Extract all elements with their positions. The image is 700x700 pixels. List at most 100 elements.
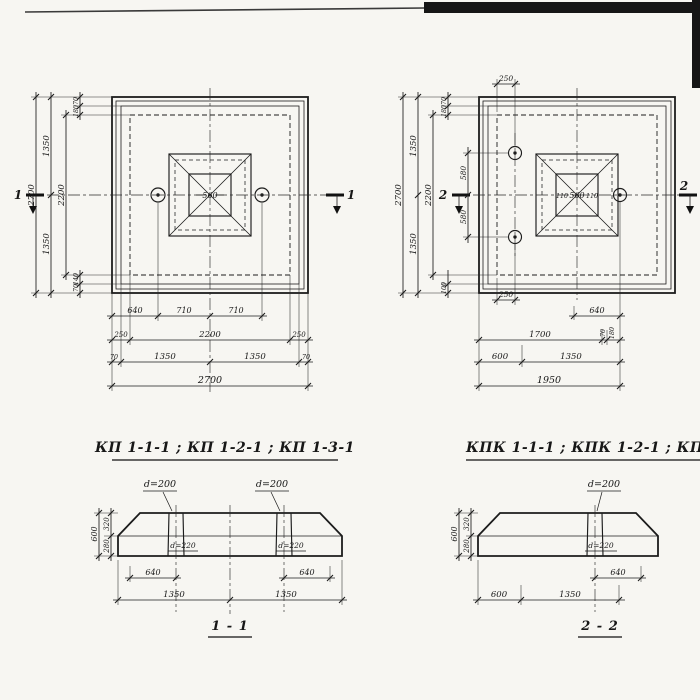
dim-pr-580-top: 580 — [459, 166, 468, 181]
dim-s2-640: 640 — [610, 568, 625, 577]
scan-artifact-top-line — [24, 7, 425, 13]
dim-s1-640-right: 640 — [299, 568, 314, 577]
scan-artifact-top-bar — [424, 2, 700, 13]
section1-dimension-lines — [98, 508, 347, 601]
label-s1-d220-left: d=220 — [170, 541, 196, 550]
section1-axes — [175, 505, 285, 614]
plan-left-dimension-ticks — [32, 93, 312, 390]
dim-s1-1350-right: 1350 — [275, 590, 297, 600]
dim-pr-600: 600 — [492, 352, 509, 362]
label-s2-d220: d=220 — [588, 541, 614, 550]
plan-right-extension-lines — [398, 79, 621, 391]
dim-pr-560: 560 — [569, 191, 584, 200]
label-s1-d220-right: d=220 — [278, 541, 304, 550]
label-s1-d200-left: d=200 — [144, 479, 176, 490]
dim-pl-1350-bottom: 1350 — [42, 233, 52, 255]
section-cut-arrowheads-1 — [29, 206, 341, 214]
dim-s1-320: 320 — [103, 517, 111, 531]
dim-s1-1350-left: 1350 — [163, 590, 185, 600]
dim-s2-280: 280 — [463, 539, 471, 554]
dim-pr-180-h: 180 — [609, 327, 616, 339]
dim-pr-1350-top: 1350 — [409, 135, 419, 157]
plan-right-dimension-ticks — [399, 80, 624, 390]
dim-pr-110-left: 110 — [556, 193, 568, 200]
dim-pr-overall-v: 2700 — [394, 184, 404, 207]
section-view-2-2: КПК 1-1-1 ; КПК 1-2-1 ; КПК 1-3-1 d=200 … — [450, 440, 700, 638]
dim-pl-140-bottom: 140 — [73, 273, 80, 285]
dim-pl-250-right: 250 — [291, 331, 306, 339]
plan-right-centerlines — [452, 88, 697, 300]
dim-pr-1350-h: 1350 — [560, 352, 582, 362]
section-mark-2-left: 2 — [438, 188, 447, 202]
section1-extension-lines — [94, 512, 343, 605]
section-cut-arrow-stems-1 — [32, 195, 338, 206]
label-s2-d200: d=200 — [588, 479, 620, 490]
dim-pl-70-bottom: 70 — [73, 284, 80, 292]
section1-label-shelves — [143, 490, 306, 552]
dim-pl-710-left: 710 — [176, 306, 191, 315]
section-view-1-1: КП 1-1-1 ; КП 1-2-1 ; КП 1-3-1 d=200 d=2… — [90, 440, 355, 638]
section2-body-outline — [477, 512, 659, 557]
dim-pl-overall-v: 2700 — [27, 184, 37, 207]
section1-dimension-ticks — [95, 509, 346, 604]
section2-dimension-ticks — [455, 509, 645, 604]
dim-pl-250-left: 250 — [113, 331, 128, 339]
section2-extension-lines — [454, 512, 642, 605]
dim-pr-overall-h: 1950 — [537, 375, 561, 386]
dim-s2-320: 320 — [463, 517, 471, 531]
dim-pl-70-left: 70 — [110, 354, 118, 361]
dim-pr-100-bottom: 100 — [441, 282, 448, 294]
dim-pl-560: 560 — [202, 191, 217, 200]
dim-s1-600: 600 — [90, 526, 99, 541]
section1-leaders — [162, 491, 281, 512]
section2-dimension-lines — [458, 508, 646, 601]
dim-pr-180-top: 180 — [441, 105, 448, 117]
dim-pr-640: 640 — [589, 306, 604, 315]
series-title-right: КПК 1-1-1 ; КПК 1-2-1 ; КПК 1-3-1 — [465, 440, 700, 456]
section-cut-arrowheads-2 — [455, 206, 694, 214]
dim-s1-640-left: 640 — [145, 568, 160, 577]
dim-s2-600-v: 600 — [450, 526, 459, 541]
dim-pr-1700: 1700 — [529, 330, 551, 340]
dim-pl-1350-right: 1350 — [244, 352, 266, 362]
dim-s1-280: 280 — [103, 539, 111, 554]
section1-hole-walls — [167, 512, 293, 557]
series-title-left: КП 1-1-1 ; КП 1-2-1 ; КП 1-3-1 — [94, 440, 355, 456]
dim-pl-180-top: 180 — [73, 105, 80, 117]
dim-pl-70-right: 70 — [302, 354, 310, 361]
view-label-2-2: 2 - 2 — [580, 619, 619, 634]
dim-pl-1350-top: 1350 — [42, 135, 52, 157]
dim-pl-70-top: 70 — [73, 97, 80, 105]
dim-pl-710-right: 710 — [228, 306, 243, 315]
view-label-1-1: 1 - 1 — [211, 619, 249, 634]
dim-pr-110-right: 110 — [586, 193, 598, 200]
plan-view-left: 1 1 2700 1350 1350 2200 70 180 140 70 56… — [14, 88, 355, 392]
dim-pr-2200-v: 2200 — [424, 184, 434, 207]
dim-pr-70-top: 70 — [441, 97, 448, 105]
plan-right-dimension-lines — [402, 83, 625, 387]
plan-left-centerlines — [26, 88, 344, 392]
section-mark-1-right: 1 — [347, 188, 355, 202]
dim-pl-overall-h: 2700 — [197, 375, 222, 386]
dim-pr-70-h: 70 — [600, 329, 607, 337]
plan-left-extension-lines — [31, 96, 309, 391]
scan-artifacts — [24, 0, 700, 88]
dim-pr-250-bottom: 250 — [498, 290, 514, 299]
dim-pl-1350-left: 1350 — [154, 352, 176, 362]
dim-s2-600-h: 600 — [491, 590, 508, 600]
dim-pr-250-top: 250 — [498, 74, 514, 83]
dim-pl-2200-h: 2200 — [198, 330, 221, 340]
plan-view-right: 2 2 2700 1350 1350 2200 70 180 100 580 5… — [394, 74, 697, 391]
section-cut-arrow-stems-2 — [458, 195, 691, 206]
section2-leader — [596, 491, 603, 512]
dim-pl-2200-v: 2200 — [57, 184, 67, 207]
dim-s2-1350: 1350 — [559, 590, 581, 600]
section-mark-2-right: 2 — [679, 179, 688, 193]
plan-right-bolt-top-center — [513, 151, 517, 155]
section2-hole-walls — [586, 512, 604, 557]
plan-left-hole-left — [150, 187, 166, 203]
section2-label-shelves — [585, 490, 621, 552]
dim-pl-640: 640 — [127, 306, 142, 315]
